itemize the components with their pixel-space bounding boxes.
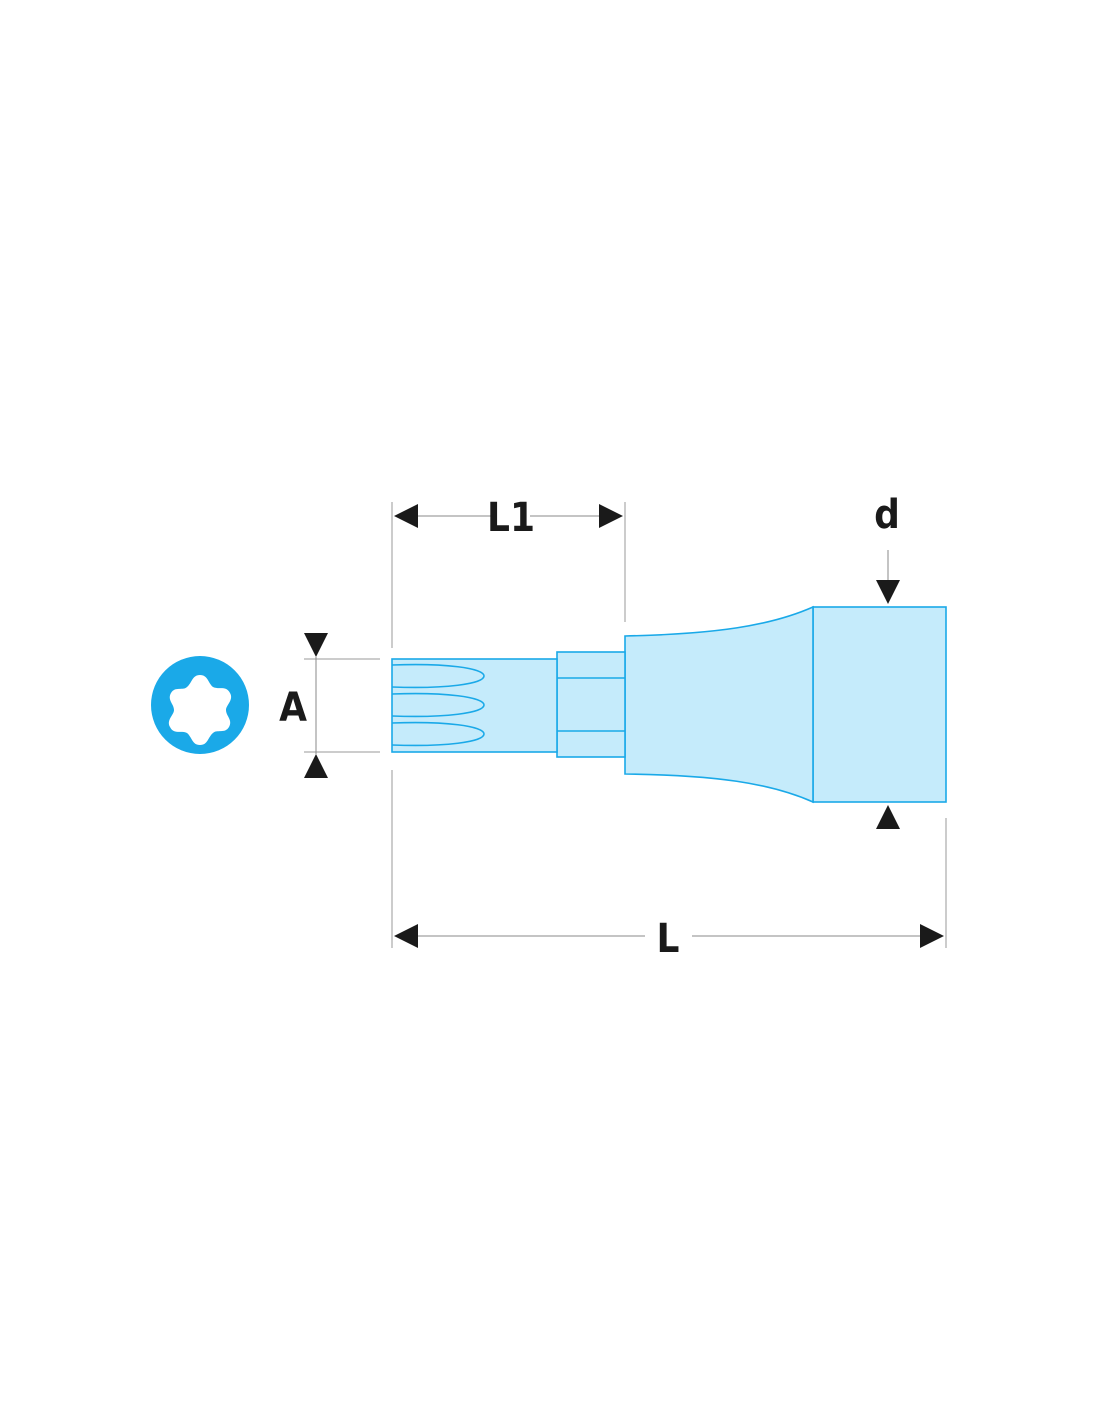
dimension-a: A: [279, 633, 328, 778]
drive-head: [812, 606, 947, 803]
torx-bit: [391, 658, 558, 753]
tapered-shank: [624, 605, 814, 804]
length-label: L: [657, 916, 680, 962]
bit-length-label: L1: [487, 495, 535, 541]
tool-body: [391, 605, 947, 804]
dimension-d: d: [874, 492, 900, 829]
tip-size-label: A: [279, 685, 307, 731]
torx-profile-icon: [151, 656, 249, 754]
drive-diameter-label: d: [874, 492, 900, 538]
extension-lines: [304, 502, 947, 948]
dimension-l: L: [394, 916, 944, 962]
dimension-l1: L1: [394, 495, 623, 541]
hex-collar: [556, 651, 626, 758]
